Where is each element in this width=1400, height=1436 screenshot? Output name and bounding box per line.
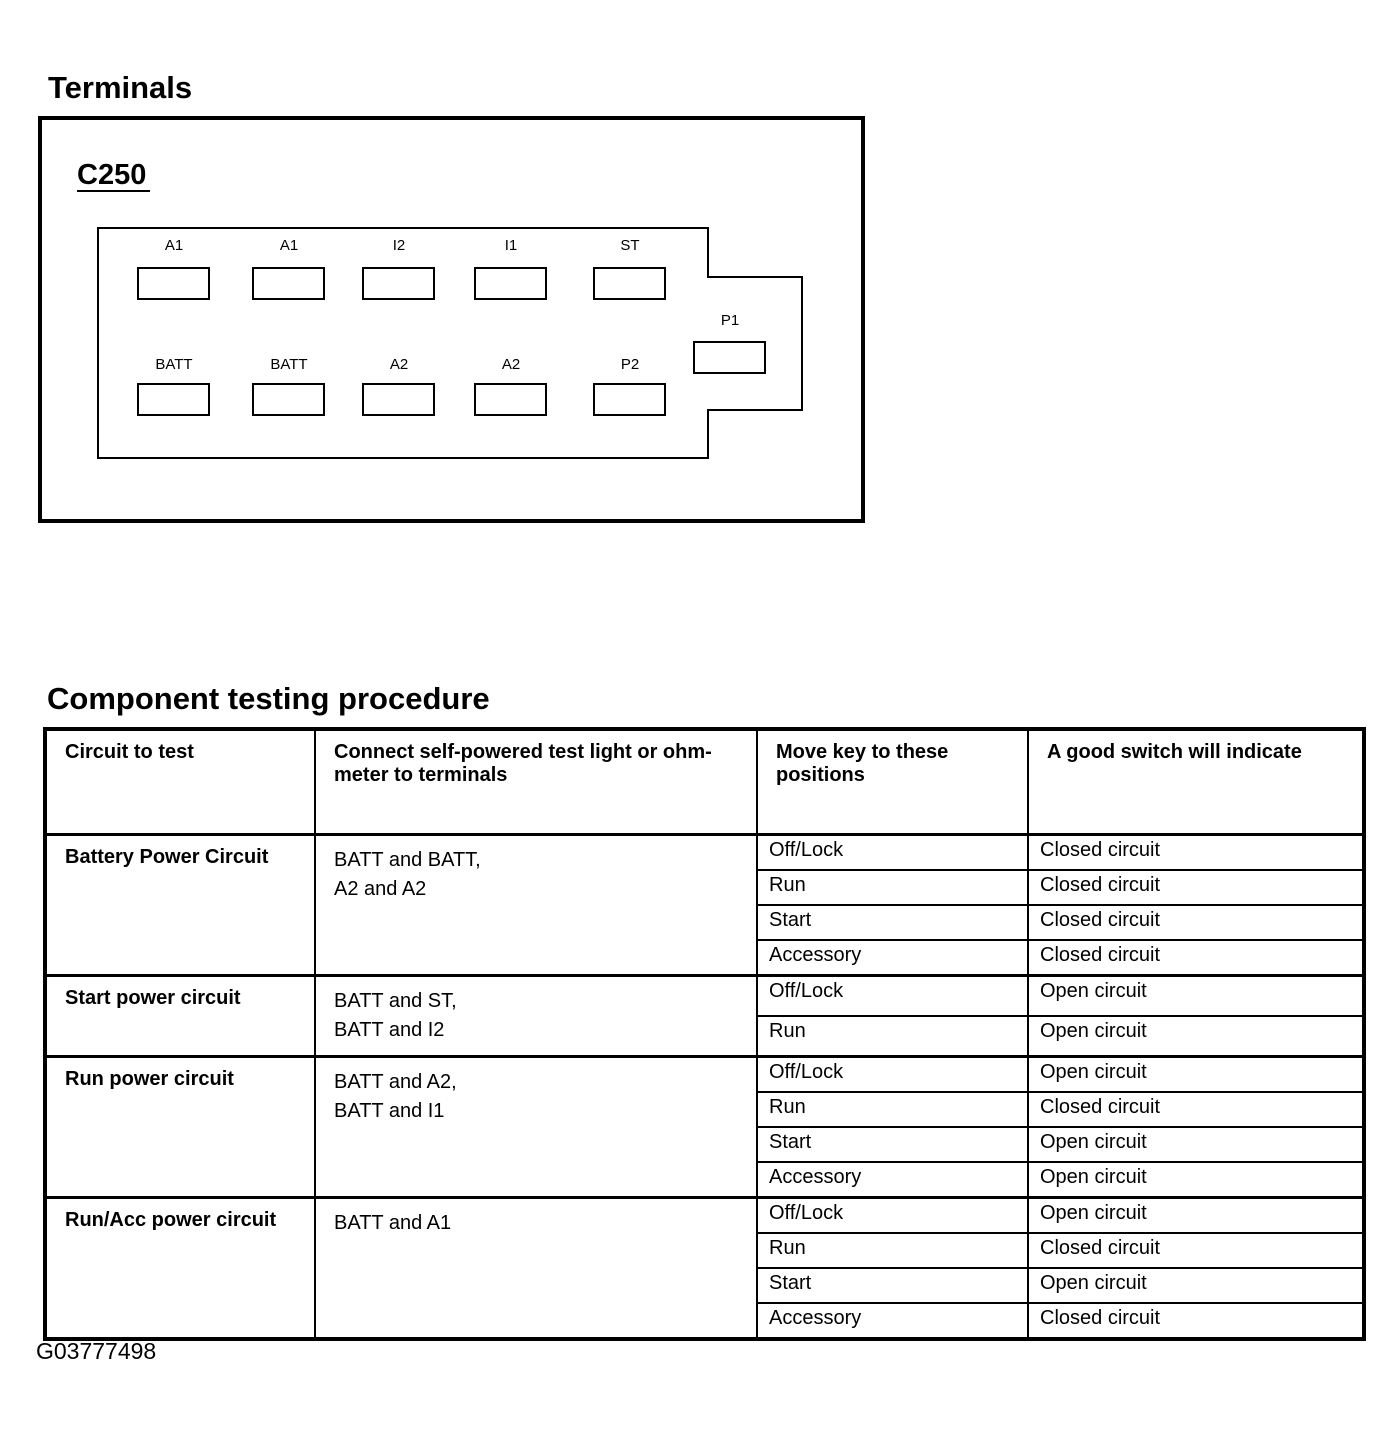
header-circuit: Circuit to test (44, 728, 316, 835)
pin-top-1 (137, 267, 210, 300)
indication-cell: Open circuit (1027, 1125, 1365, 1163)
connection-cell: BATT and BATT, A2 and A2 (314, 832, 758, 976)
connector-outline (97, 227, 803, 459)
connector-diagram-frame: C250 A1 A1 I2 I1 ST BATT BATT A2 A2 P2 P1 (38, 116, 865, 523)
terminals-title: Terminals (48, 70, 193, 105)
pin-top-5-label: ST (620, 237, 639, 254)
key-position-cell: Start (756, 1266, 1029, 1304)
pin-side (693, 341, 766, 374)
component-testing-table: Circuit to test Connect self-powered tes… (43, 727, 1366, 1341)
pin-group: A1 A1 I2 I1 ST BATT BATT A2 A2 P2 P1 (137, 237, 766, 416)
header-indication: A good switch will indicate (1027, 728, 1365, 835)
pin-top-2 (252, 267, 325, 300)
key-position-cell: Accessory (756, 938, 1029, 976)
header-key-position: Move key to these positions (756, 728, 1029, 835)
key-position-cell: Run (756, 1231, 1029, 1269)
indication-cell: Open circuit (1027, 1014, 1365, 1057)
key-position-cell: Run (756, 1014, 1029, 1057)
pin-bottom-4-label: A2 (502, 356, 520, 373)
pin-top-1-label: A1 (165, 237, 183, 254)
pin-top-3-label: I2 (393, 237, 406, 254)
circuit-cell: Run power circuit (44, 1054, 316, 1198)
pin-top-4-label: I1 (505, 237, 518, 254)
pin-bottom-2 (252, 383, 325, 416)
connector-diagram: C250 A1 A1 I2 I1 ST BATT BATT A2 A2 P2 P1 (77, 159, 803, 459)
indication-cell: Open circuit (1027, 973, 1365, 1017)
circuit-cell: Run/Acc power circuit (44, 1195, 316, 1340)
indication-cell: Open circuit (1027, 1054, 1365, 1093)
circuit-cell: Start power circuit (44, 973, 316, 1057)
indication-cell: Open circuit (1027, 1266, 1365, 1304)
pin-bottom-2-label: BATT (270, 356, 307, 373)
indication-cell: Closed circuit (1027, 1301, 1365, 1340)
key-position-cell: Run (756, 868, 1029, 906)
pin-bottom-3 (362, 383, 435, 416)
pin-bottom-3-label: A2 (390, 356, 408, 373)
connection-cell: BATT and A1 (314, 1195, 758, 1340)
key-position-cell: Accessory (756, 1160, 1029, 1198)
indication-cell: Closed circuit (1027, 868, 1365, 906)
indication-cell: Closed circuit (1027, 1090, 1365, 1128)
pin-bottom-1 (137, 383, 210, 416)
table-header-row: Circuit to test Connect self-powered tes… (44, 728, 1365, 835)
key-position-cell: Start (756, 903, 1029, 941)
connection-cell: BATT and ST, BATT and I2 (314, 973, 758, 1057)
key-position-cell: Off/Lock (756, 1054, 1029, 1093)
indication-cell: Closed circuit (1027, 903, 1365, 941)
pin-bottom-5-label: P2 (621, 356, 639, 373)
connector-id: C250 (77, 159, 146, 191)
indication-cell: Open circuit (1027, 1160, 1365, 1198)
header-connection: Connect self-powered test light or ohm- … (314, 728, 758, 835)
pin-top-4 (474, 267, 547, 300)
key-position-cell: Start (756, 1125, 1029, 1163)
pin-bottom-5 (593, 383, 666, 416)
indication-cell: Open circuit (1027, 1195, 1365, 1234)
key-position-cell: Off/Lock (756, 1195, 1029, 1234)
pin-bottom-1-label: BATT (155, 356, 192, 373)
connection-cell: BATT and A2, BATT and I1 (314, 1054, 758, 1198)
figure-id: G03777498 (36, 1338, 157, 1364)
key-position-cell: Off/Lock (756, 832, 1029, 871)
pin-bottom-4 (474, 383, 547, 416)
key-position-cell: Run (756, 1090, 1029, 1128)
pin-top-5 (593, 267, 666, 300)
key-position-cell: Accessory (756, 1301, 1029, 1340)
key-position-cell: Off/Lock (756, 973, 1029, 1017)
indication-cell: Closed circuit (1027, 1231, 1365, 1269)
pin-top-2-label: A1 (280, 237, 298, 254)
indication-cell: Closed circuit (1027, 832, 1365, 871)
indication-cell: Closed circuit (1027, 938, 1365, 976)
pin-side-label: P1 (721, 312, 739, 329)
procedure-title: Component testing procedure (47, 681, 490, 716)
circuit-cell: Battery Power Circuit (44, 832, 316, 976)
pin-top-3 (362, 267, 435, 300)
